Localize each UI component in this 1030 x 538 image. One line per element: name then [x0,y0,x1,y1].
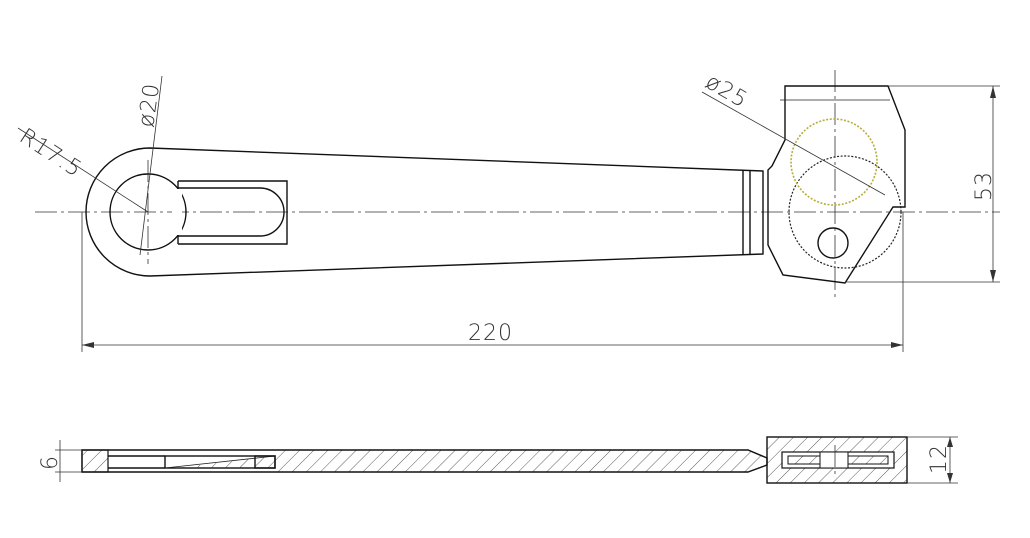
label-6: 6 [38,455,63,470]
keyhole-inner [178,187,285,237]
knurl-wheel-lower [788,155,902,269]
side-view: 6 12 [38,436,958,484]
head-block [767,85,906,284]
top-view: R17.5 ø20 ø25 220 53 [15,70,1000,352]
label-r17-5: R17.5 [15,124,87,183]
dimension-220: 220 [81,212,904,352]
dimension-r17-5: R17.5 [15,124,149,213]
small-hole [817,227,849,259]
end-block-section [81,449,109,473]
dimension-dia25: ø25 [701,70,886,196]
dimension-dia20: ø20 [134,75,165,256]
arm-section-hatch [275,450,767,472]
label-220: 220 [468,321,513,346]
label-dia25: ø25 [701,70,752,114]
dimension-12: 12 [907,436,958,484]
label-53: 53 [972,171,997,201]
arm-outline [85,147,764,277]
knurl-wheel-upper [790,118,878,206]
dimension-6: 6 [38,440,82,482]
pivot-hole [109,173,187,251]
label-dia20: ø20 [134,81,165,129]
head-section [766,436,908,484]
wedge-hatch [176,456,275,468]
label-12: 12 [927,444,952,474]
keyhole-outer [178,180,288,245]
dimension-53: 53 [845,85,1000,283]
